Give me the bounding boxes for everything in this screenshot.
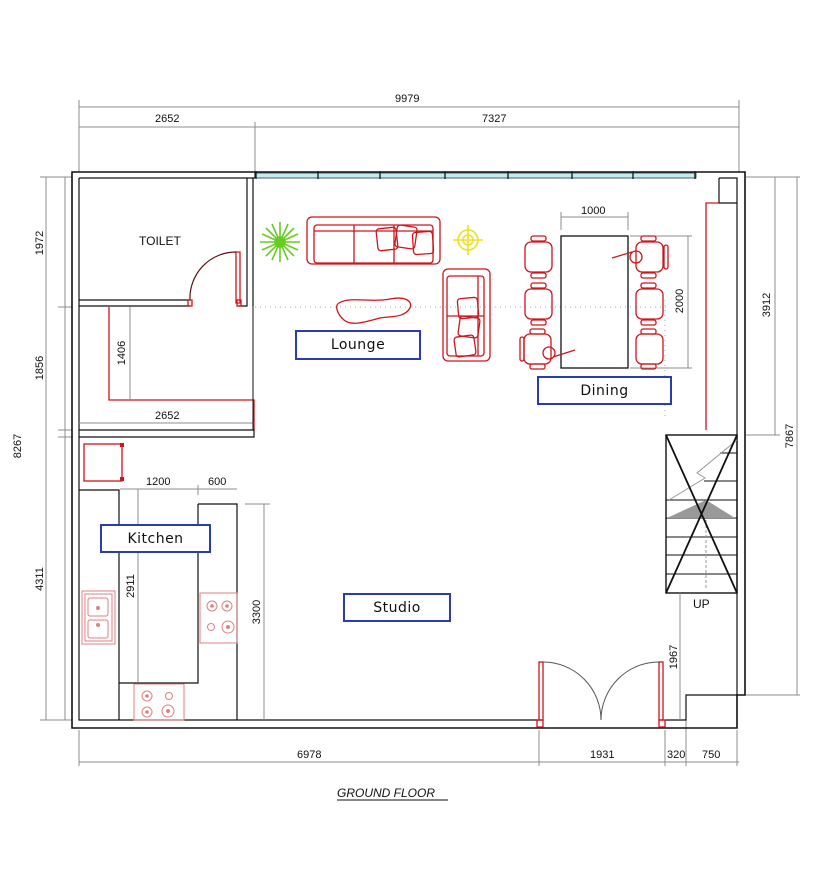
dim-dining-table-length: 2000: [674, 288, 686, 314]
dim-right-upper: 3912: [761, 292, 773, 318]
right-dimensions: [745, 176, 800, 696]
stair-up-label: UP: [693, 597, 710, 611]
lounge-furniture: [260, 216, 491, 362]
hob-right: [199, 592, 238, 644]
dim-top-total: 9979: [395, 93, 420, 105]
dim-kitchen-aisle: 1200: [146, 476, 171, 488]
dim-top-left: 2652: [155, 113, 180, 125]
dim-left-kitchen: 4311: [34, 567, 46, 591]
corridor-partition: [79, 306, 255, 438]
room-tag-studio: Studio: [343, 593, 451, 622]
plant-icon: [260, 222, 300, 262]
dim-corridor-width: 2652: [155, 410, 180, 422]
hob-bottom: [133, 683, 185, 721]
drawing-title: GROUND FLOOR: [337, 786, 436, 800]
top-dimensions: [78, 100, 740, 172]
kitchen-area: [79, 443, 270, 721]
outer-walls: [71, 171, 746, 729]
window-strip: [255, 171, 697, 179]
dim-top-right: 7327: [482, 113, 507, 125]
dim-kitchen-counter: 600: [208, 476, 227, 488]
dim-kitchen-length: 2911: [125, 574, 137, 598]
dim-left-toilet: 1972: [34, 230, 46, 256]
room-tag-kitchen: Kitchen: [100, 524, 211, 553]
bottom-dimensions: [78, 720, 739, 766]
dim-bottom-door: 1931: [590, 749, 615, 761]
left-dimensions: [40, 176, 72, 721]
ceiling-light-icon: [453, 225, 483, 255]
dim-bottom-small: 320: [667, 749, 686, 761]
room-tag-dining: Dining: [537, 376, 672, 405]
dim-left-corridor: 1856: [34, 355, 46, 381]
sink-fixture: [81, 590, 116, 645]
dim-right-total: 7867: [784, 423, 796, 449]
dim-entrance-return: 1967: [668, 644, 680, 670]
room-tag-lounge: Lounge: [295, 330, 421, 360]
entrance-door: [536, 661, 666, 728]
dim-dining-table-width: 1000: [581, 205, 606, 217]
dim-bottom-stair: 750: [702, 749, 721, 761]
dim-left-total: 8267: [12, 433, 24, 459]
dim-kitchen-run: 3300: [251, 599, 263, 625]
dim-bottom-main: 6978: [297, 749, 322, 761]
room-label-toilet: TOILET: [139, 234, 181, 248]
staircase: [665, 434, 738, 720]
dim-corridor-depth: 1406: [116, 340, 128, 366]
dining-furniture: [519, 202, 719, 430]
toilet-room: [79, 178, 254, 307]
